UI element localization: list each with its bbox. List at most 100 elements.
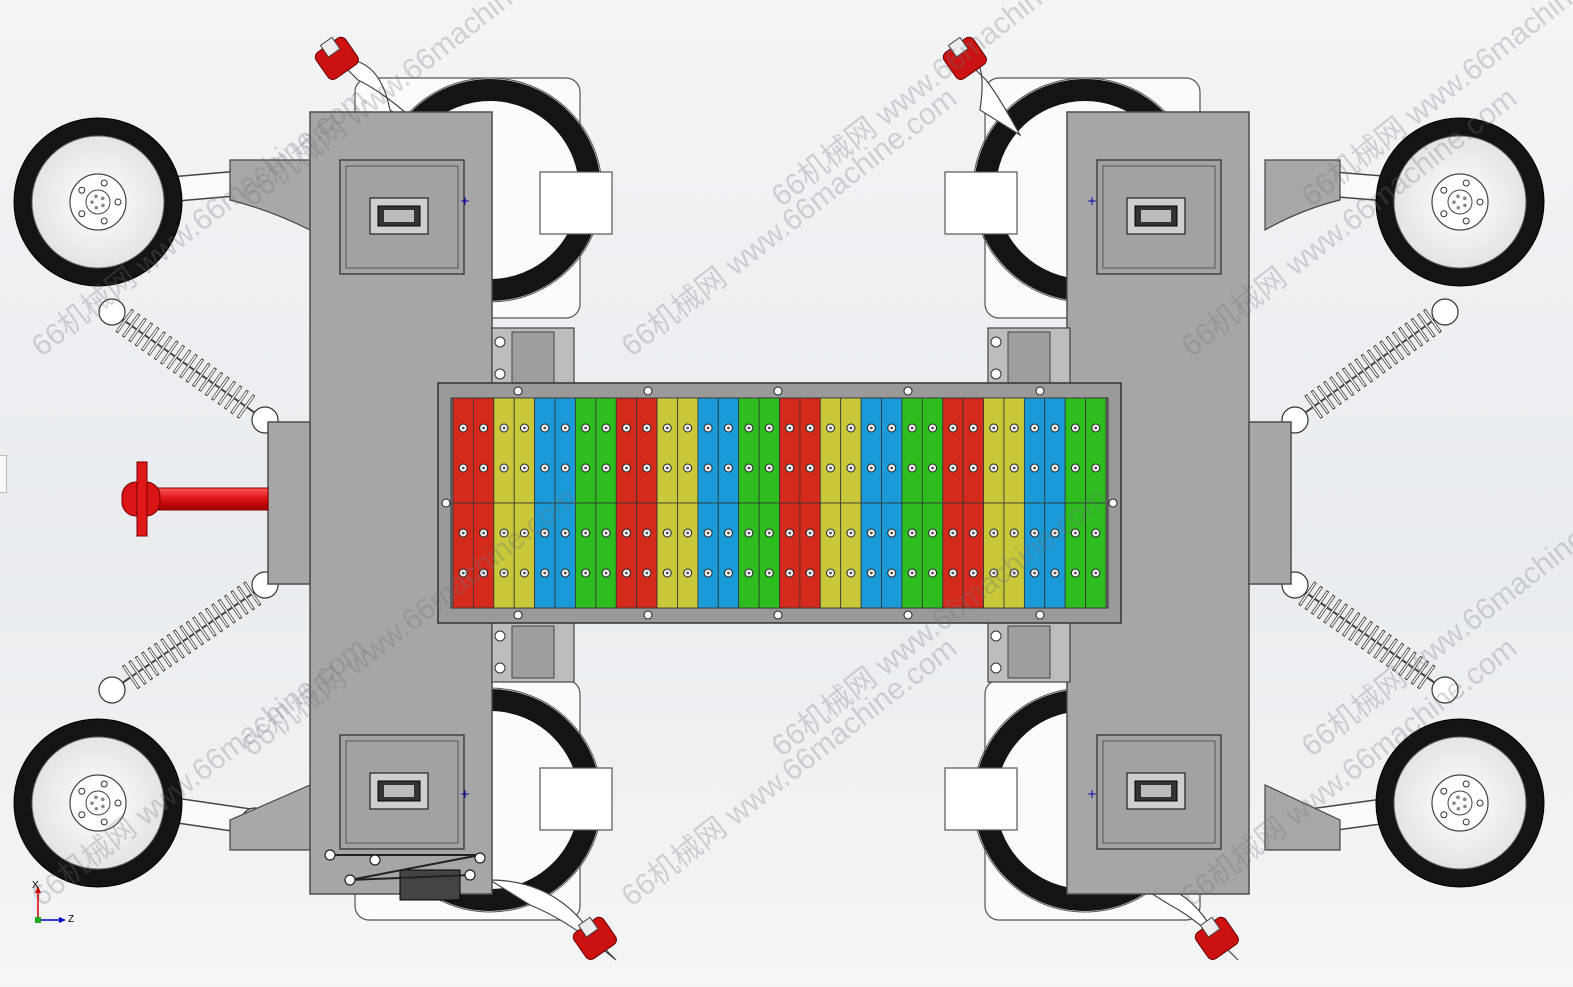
tray-screw (1108, 498, 1118, 508)
pivot-plate (1264, 784, 1341, 851)
linkage-mechanism (324, 849, 486, 901)
battery-cell (799, 502, 821, 609)
axis-arrows-icon (35, 886, 66, 923)
battery-cell (921, 502, 944, 609)
spring-eye (98, 298, 126, 326)
battery-cell (534, 502, 556, 609)
tray-screw (903, 386, 913, 396)
tray-screw (441, 498, 451, 508)
battery-cell (575, 502, 597, 609)
origin-marker: + (1087, 194, 1097, 208)
lug-nut (114, 799, 122, 807)
battery-cell (677, 502, 699, 609)
battery-cell (840, 502, 862, 609)
battery-cell (942, 502, 964, 609)
tray-screw (513, 386, 523, 396)
battery-cell (595, 502, 617, 609)
bearing-housing (491, 621, 575, 683)
lug-nut (1440, 186, 1448, 194)
battery-cell (1044, 397, 1066, 504)
spring-eye (1431, 298, 1459, 326)
battery-cell (452, 397, 474, 504)
battery-cell (677, 397, 699, 504)
mount-tab (944, 171, 1018, 235)
lug-nut (78, 811, 86, 819)
battery-cell (1003, 502, 1025, 609)
battery-cell (1023, 397, 1046, 504)
battery-tray (437, 382, 1122, 624)
battery-cell (942, 397, 964, 504)
lug-nut (1462, 217, 1470, 225)
corner-arm (942, 36, 1022, 137)
battery-cell (779, 397, 801, 504)
axis-x-label: X (32, 880, 39, 891)
battery-cell (534, 397, 556, 504)
origin-marker: + (460, 787, 470, 801)
tray-screw (903, 610, 913, 620)
spring-eye (98, 676, 126, 704)
motor-mount-pad (339, 159, 465, 275)
suspension-spring (1281, 298, 1459, 434)
motor-mount-pad (1096, 734, 1222, 850)
lug-nut (114, 198, 122, 206)
side-block (267, 421, 311, 585)
battery-cell (636, 397, 658, 504)
battery-cell (452, 502, 474, 609)
bearing-housing (987, 327, 1071, 389)
axis-z-label: Z (68, 914, 75, 925)
pivot-plate (229, 784, 311, 851)
suspension-spring (1281, 571, 1459, 704)
origin-marker: + (460, 194, 470, 208)
hub-center (1447, 189, 1473, 215)
lug-nut (1476, 198, 1484, 206)
battery-cell (983, 397, 1005, 504)
lug-nut (100, 818, 108, 826)
outer-wheel (13, 117, 183, 287)
lug-nut (100, 179, 108, 187)
pivot-plate (229, 159, 311, 231)
lug-nut (1462, 818, 1470, 826)
battery-cell (575, 397, 597, 504)
lug-nut (1462, 179, 1470, 187)
panel-collapse-handle[interactable] (0, 455, 7, 493)
battery-cell (1085, 397, 1107, 504)
battery-cell (758, 397, 780, 504)
lug-nut (1440, 210, 1448, 218)
battery-cell (636, 502, 658, 609)
battery-cell (513, 397, 536, 504)
tray-screw (643, 610, 653, 620)
battery-cell (615, 397, 638, 504)
battery-cell (554, 397, 576, 504)
battery-cell (1023, 502, 1046, 609)
spring-eye (1431, 676, 1459, 704)
mount-tab (539, 767, 613, 831)
battery-cell (860, 397, 882, 504)
battery-cell (901, 397, 923, 504)
tray-screw (643, 386, 653, 396)
lug-nut (1476, 799, 1484, 807)
red-actuator (121, 461, 269, 537)
battery-cell (840, 397, 862, 504)
side-block (1248, 421, 1292, 585)
battery-cell (513, 502, 536, 609)
battery-cell (983, 502, 1005, 609)
battery-cell (881, 397, 903, 504)
battery-cell (758, 502, 780, 609)
battery-cell (595, 397, 617, 504)
battery-cell (779, 502, 801, 609)
origin-marker: + (1087, 787, 1097, 801)
tray-screw (773, 610, 783, 620)
lug-nut (1440, 811, 1448, 819)
battery-cell (1064, 502, 1086, 609)
battery-cell (962, 502, 984, 609)
lug-nut (1440, 787, 1448, 795)
lug-nut (100, 780, 108, 788)
battery-cell (717, 397, 740, 504)
battery-cell (1064, 397, 1086, 504)
tray-screw (1035, 610, 1045, 620)
motor-mount-pad (339, 734, 465, 850)
battery-cell (473, 502, 495, 609)
tray-screw (1035, 386, 1045, 396)
